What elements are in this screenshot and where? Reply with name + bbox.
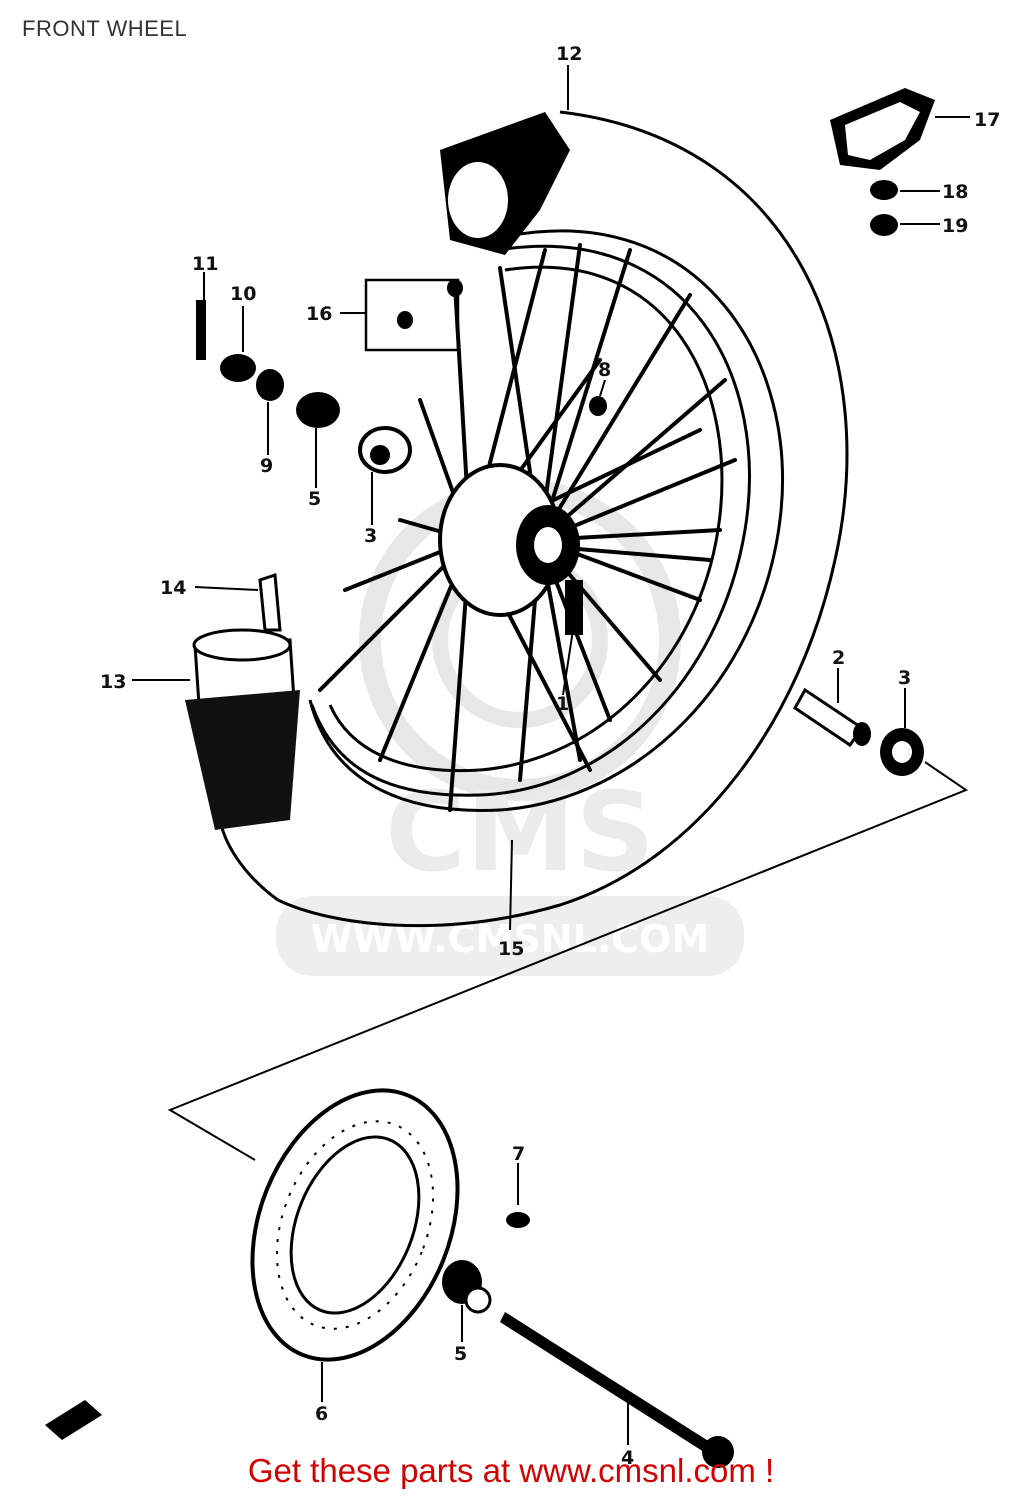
callout-4: 4 (621, 1447, 634, 1469)
callout-5-lower: 5 (454, 1343, 467, 1365)
callout-19: 19 (942, 215, 968, 237)
callout-16: 16 (306, 303, 332, 325)
callout-15: 15 (498, 938, 524, 960)
axle-small-parts-left (196, 278, 607, 474)
callout-9: 9 (260, 455, 273, 477)
callout-3-right: 3 (898, 667, 911, 689)
spacer-and-bearing-right (793, 687, 924, 776)
callout-10: 10 (230, 283, 256, 305)
valve-stem (440, 112, 570, 255)
disc-bolt-collar-axle (45, 1212, 734, 1468)
rim-lock (185, 572, 300, 830)
callout-11: 11 (192, 253, 218, 275)
brake-disc (250, 1088, 460, 1362)
callout-1: 1 (556, 693, 569, 715)
callout-17: 17 (974, 109, 1000, 131)
leader-lines (132, 65, 970, 1445)
watermark-logo-text: CMS (385, 768, 654, 896)
callout-8: 8 (598, 359, 611, 381)
callout-6: 6 (315, 1403, 328, 1425)
page-title: FRONT WHEEL (22, 16, 188, 41)
callout-7: 7 (512, 1143, 525, 1165)
footer-parts-link[interactable]: Get these parts at www.cmsnl.com ! (247, 1452, 775, 1489)
callout-labels: 1 2 3 3 4 5 5 6 7 8 9 10 11 12 13 14 15 … (100, 43, 1000, 1469)
callout-5-upper: 5 (308, 488, 321, 510)
callout-12: 12 (556, 43, 582, 65)
callout-14: 14 (160, 577, 186, 599)
tyre (218, 110, 849, 928)
axis-lines (167, 761, 969, 1161)
callout-2: 2 (832, 647, 845, 669)
hub (438, 463, 583, 635)
callout-13: 13 (100, 671, 126, 693)
rim (310, 244, 751, 797)
callout-3-left: 3 (364, 525, 377, 547)
callout-18: 18 (942, 181, 968, 203)
rim-band-clip (830, 88, 935, 236)
